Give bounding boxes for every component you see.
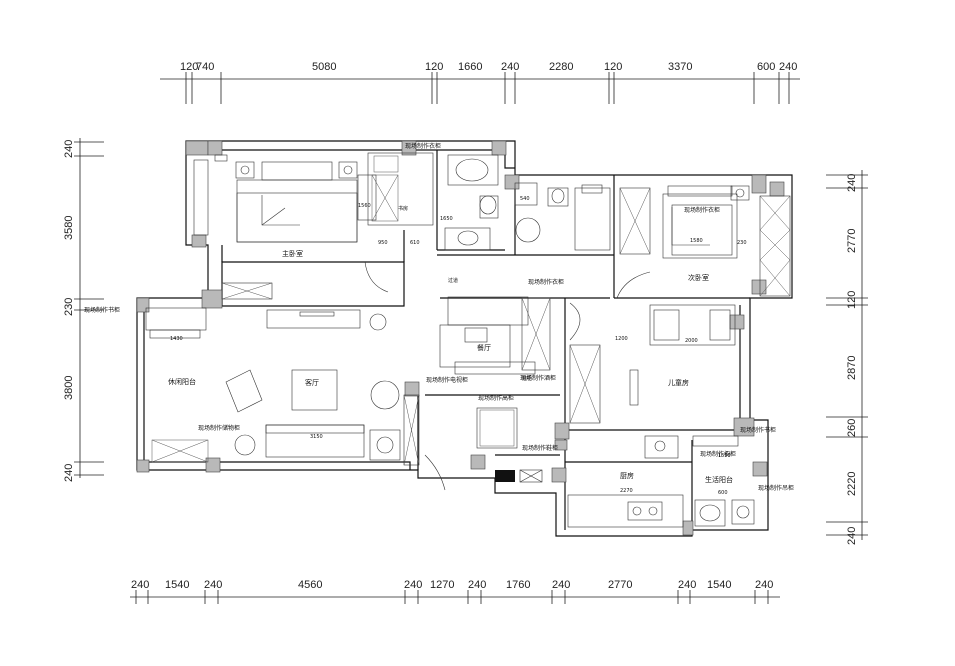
master-bathroom: 1650 [440, 154, 499, 251]
note-tall-cabinet: 现场制作高柜 [478, 394, 514, 402]
label-dim-950: 950 [378, 240, 388, 246]
corridor: 现场制作衣柜 过道 [447, 277, 564, 371]
note-cabinet-dining: 现场制作酒柜 [520, 374, 556, 382]
dim-bottom-5: 240 [404, 579, 422, 591]
dim-right-5: 260 [846, 419, 858, 437]
dim-bottom-11: 240 [678, 579, 696, 591]
dim-right-3: 120 [846, 291, 858, 309]
label-laundry-balcony: 生活阳台 [705, 475, 733, 484]
dim-right-6: 2220 [846, 472, 858, 496]
label-leisure-balcony: 休闲阳台 [168, 377, 196, 386]
guest-bathroom: 540 [514, 182, 611, 251]
entrance: 鞋柜 [495, 375, 543, 483]
label-living-room: 客厅 [305, 378, 319, 387]
dim-top-3: 5080 [312, 61, 336, 73]
dim-left-2: 3580 [63, 216, 75, 240]
label-kitchen: 厨房 [620, 471, 634, 480]
dim-bottom-3: 240 [204, 579, 222, 591]
note-cabinet-kids: 现场制作书柜 [740, 426, 776, 434]
label-second-bedroom: 次卧室 [688, 273, 709, 282]
dim-right-1: 240 [846, 174, 858, 192]
right-dimension-chain: 240 2770 120 2870 260 2220 240 [826, 170, 868, 545]
label-dim-1200: 1200 [615, 336, 628, 342]
label-dim-1580: 1580 [690, 238, 703, 244]
label-master-bedroom: 主卧室 [282, 249, 303, 258]
dim-bottom-10: 2770 [608, 579, 632, 591]
label-corridor: 过道 [448, 277, 458, 284]
dim-top-5: 1660 [458, 61, 482, 73]
label-dim-1550: 1550 [718, 453, 731, 459]
label-dim-600: 600 [718, 490, 728, 496]
note-storage-left: 现场制作书柜 [84, 306, 120, 314]
dim-right-4: 2870 [846, 356, 858, 380]
dim-bottom-13: 240 [755, 579, 773, 591]
laundry-balcony: 生活阳台 现场制作吊柜 1550 600 [692, 435, 794, 527]
note-wardrobe-second: 现场制作衣柜 [684, 206, 720, 214]
dim-bottom-9: 240 [552, 579, 570, 591]
dim-left-3: 230 [63, 298, 75, 316]
label-dim-230: 230 [737, 240, 747, 246]
label-shoe-cabinet: 鞋柜 [522, 375, 532, 382]
dim-top-11: 240 [779, 61, 797, 73]
dim-left-4: 3800 [63, 376, 75, 400]
label-dim-1650: 1650 [440, 216, 453, 222]
label-dim-2270: 2270 [620, 488, 633, 494]
dim-top-1: 120 [180, 61, 198, 73]
dim-top-2: 740 [196, 61, 214, 73]
dim-top-10: 600 [757, 61, 775, 73]
note-cabinet-kitchen: 现场制作橱柜 [700, 450, 736, 458]
dim-bottom-8: 1760 [506, 579, 530, 591]
label-dining-room: 餐厅 [477, 343, 491, 352]
exterior-walls [136, 140, 793, 537]
kitchen: 厨房 2270 现场制作橱柜 [567, 435, 736, 528]
label-kids-room: 儿童房 [668, 378, 689, 387]
dim-bottom-1: 240 [131, 579, 149, 591]
label-dim-1430: 1430 [170, 336, 183, 342]
leisure-balcony: 休闲阳台 现场制作书柜 现场制作储物柜 1430 [84, 282, 273, 463]
note-wardrobe-corridor: 现场制作衣柜 [528, 278, 564, 286]
kids-room: 儿童房 现场制作书柜 1200 2000 [569, 304, 776, 434]
dim-bottom-12: 1540 [707, 579, 731, 591]
label-dim-1560: 1560 [358, 203, 371, 209]
dim-top-9: 3370 [668, 61, 692, 73]
label-dim-3150: 3150 [310, 434, 323, 440]
note-tv-cabinet: 现场制作电视柜 [426, 376, 468, 384]
top-dimension-chain: 120 740 5080 120 1660 240 2280 120 3370 … [160, 61, 800, 104]
note-storage-balcony: 现场制作储物柜 [198, 424, 240, 432]
dim-left-1: 240 [63, 140, 75, 158]
note-cabinet-laundry: 现场制作吊柜 [758, 484, 794, 492]
dim-right-7: 240 [846, 527, 858, 545]
second-bedroom: 次卧室 现场制作衣柜 1580 230 [616, 185, 791, 299]
dim-top-8: 120 [604, 61, 622, 73]
dim-top-4: 120 [425, 61, 443, 73]
label-study: 书房 [398, 205, 408, 212]
structural-columns [136, 140, 785, 536]
dim-bottom-7: 240 [468, 579, 486, 591]
dim-top-7: 2280 [549, 61, 573, 73]
label-dim-610: 610 [410, 240, 420, 246]
note-wardrobe-top: 现场制作衣柜 [405, 142, 441, 150]
dim-left-5: 240 [63, 464, 75, 482]
bottom-dimension-chain: 240 1540 240 4560 240 1270 240 1760 240 … [130, 579, 780, 604]
dim-right-2: 2770 [846, 229, 858, 253]
dim-top-6: 240 [501, 61, 519, 73]
label-dim-2000: 2000 [685, 338, 698, 344]
note-shoe: 现场制作鞋柜 [522, 444, 558, 452]
living-room: 客厅 现场制作电视柜 3150 [225, 309, 468, 491]
label-dim-540: 540 [520, 196, 530, 202]
master-wardrobe: 现场制作衣柜 书房 [364, 142, 441, 293]
dim-bottom-6: 1270 [430, 579, 454, 591]
dim-bottom-2: 1540 [165, 579, 189, 591]
dim-bottom-4: 4560 [298, 579, 322, 591]
left-dimension-chain: 240 3580 230 3800 240 [63, 138, 104, 482]
dining-room: 餐厅 现场制作酒柜 现场制作高柜 现场制作鞋柜 [439, 302, 581, 452]
master-bedroom: 主卧室 950 610 1560 [193, 154, 420, 258]
